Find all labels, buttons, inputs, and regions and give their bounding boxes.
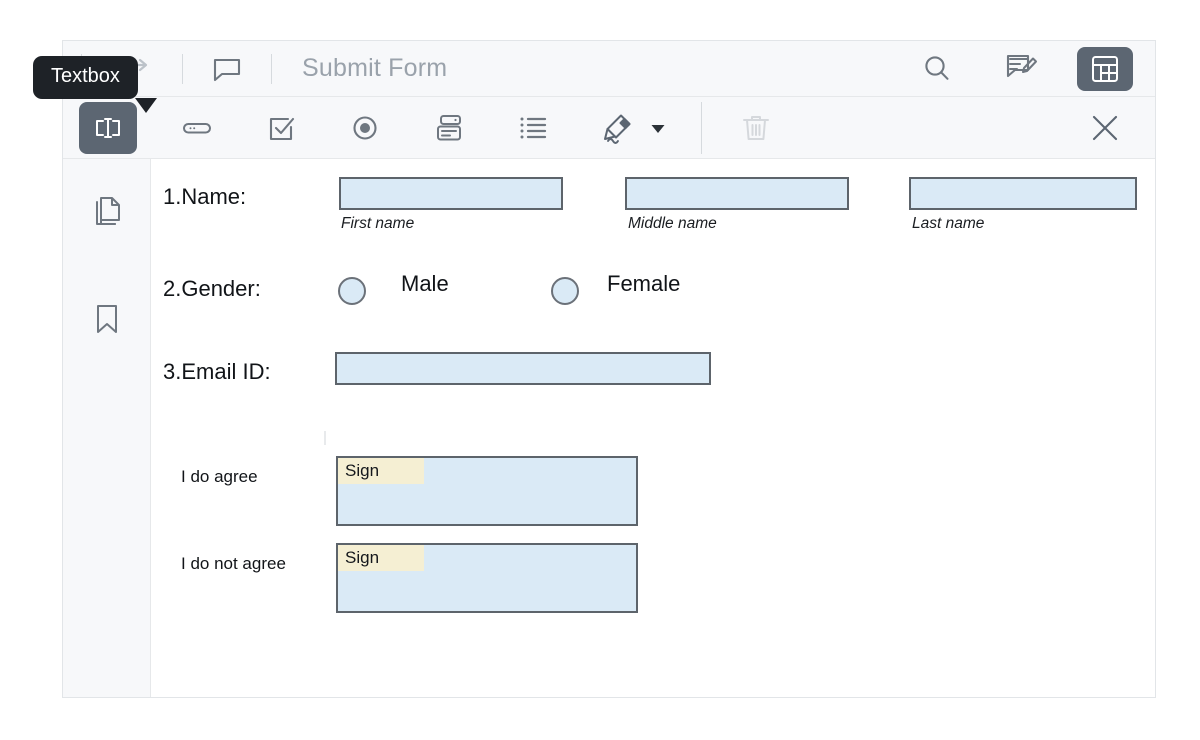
delete-trash-icon: [739, 111, 773, 145]
close-icon: [1088, 111, 1122, 145]
document-title: Submit Form: [302, 54, 448, 82]
checkbox-icon: [264, 111, 298, 145]
list-box-icon: [516, 111, 550, 145]
agree-label: I do agree: [181, 467, 258, 486]
app-window: Submit Form: [33, 40, 1156, 698]
signature-dropdown-icon: [649, 119, 667, 137]
toolbar-divider-1: [182, 53, 183, 84]
primary-toolbar: Submit Form: [63, 41, 1155, 97]
pages-icon: [88, 192, 126, 235]
password-field-tool-button[interactable]: [169, 106, 225, 150]
middle-name-caption: Middle name: [628, 215, 717, 232]
textbox-tooltip: Textbox: [33, 56, 157, 113]
body-area: 1.Name: First name Middle name Last name…: [63, 159, 1155, 697]
comment-icon: [210, 52, 244, 86]
not-agree-label: I do not agree: [181, 554, 286, 573]
forms-toolbar-divider: [701, 101, 702, 154]
pdf-page-canvas: 1.Name: First name Middle name Last name…: [151, 159, 1155, 697]
form-grid-icon: [1090, 54, 1120, 84]
password-field-icon: [180, 111, 214, 145]
search-icon: [920, 52, 954, 86]
checkbox-tool-button[interactable]: [253, 106, 309, 150]
sidebar-item-pages[interactable]: [79, 185, 135, 241]
signature-sign-tab-not-agree[interactable]: Sign: [338, 545, 424, 571]
email-field[interactable]: [335, 352, 711, 385]
close-forms-button[interactable]: [1077, 106, 1133, 150]
radio-male-label: Male: [401, 271, 449, 296]
toolbar-divider-2: [271, 53, 272, 84]
annotate-icon: [1006, 52, 1040, 86]
list-box-tool-button[interactable]: [505, 106, 561, 150]
first-name-caption: First name: [341, 215, 415, 232]
annotate-button[interactable]: [995, 47, 1051, 91]
first-name-field[interactable]: [339, 177, 563, 210]
combo-box-icon: [432, 111, 466, 145]
radio-button-icon: [348, 111, 382, 145]
sidebar-item-bookmarks[interactable]: [79, 293, 135, 349]
label-name: 1.Name:: [163, 184, 247, 209]
radio-female-label: Female: [607, 271, 681, 296]
signature-sign-tab-agree[interactable]: Sign: [338, 458, 424, 484]
label-gender: 2.Gender:: [163, 276, 261, 301]
signature-dropdown-button[interactable]: [641, 106, 675, 150]
signature-tool-button[interactable]: [593, 106, 641, 150]
combo-box-tool-button[interactable]: [421, 106, 477, 150]
middle-name-field[interactable]: [625, 177, 849, 210]
bookmark-icon: [89, 301, 125, 342]
signature-pen-icon: [599, 110, 635, 146]
label-email: 3.Email ID:: [163, 359, 271, 384]
signature-field-not-agree[interactable]: Sign: [336, 543, 638, 613]
forms-toolbar: [63, 97, 1155, 159]
render-artifact: [324, 431, 326, 445]
radio-male[interactable]: [338, 277, 366, 305]
last-name-caption: Last name: [912, 215, 985, 232]
delete-button[interactable]: [728, 106, 784, 150]
search-button[interactable]: [909, 47, 965, 91]
radio-female[interactable]: [551, 277, 579, 305]
left-sidebar: [63, 159, 151, 697]
radio-button-tool-button[interactable]: [337, 106, 393, 150]
forms-button[interactable]: [1077, 46, 1133, 91]
textbox-icon: [92, 112, 124, 144]
textbox-tool-button[interactable]: [79, 101, 137, 154]
last-name-field[interactable]: [909, 177, 1137, 210]
signature-field-agree[interactable]: Sign: [336, 456, 638, 526]
comment-button[interactable]: [199, 47, 255, 91]
